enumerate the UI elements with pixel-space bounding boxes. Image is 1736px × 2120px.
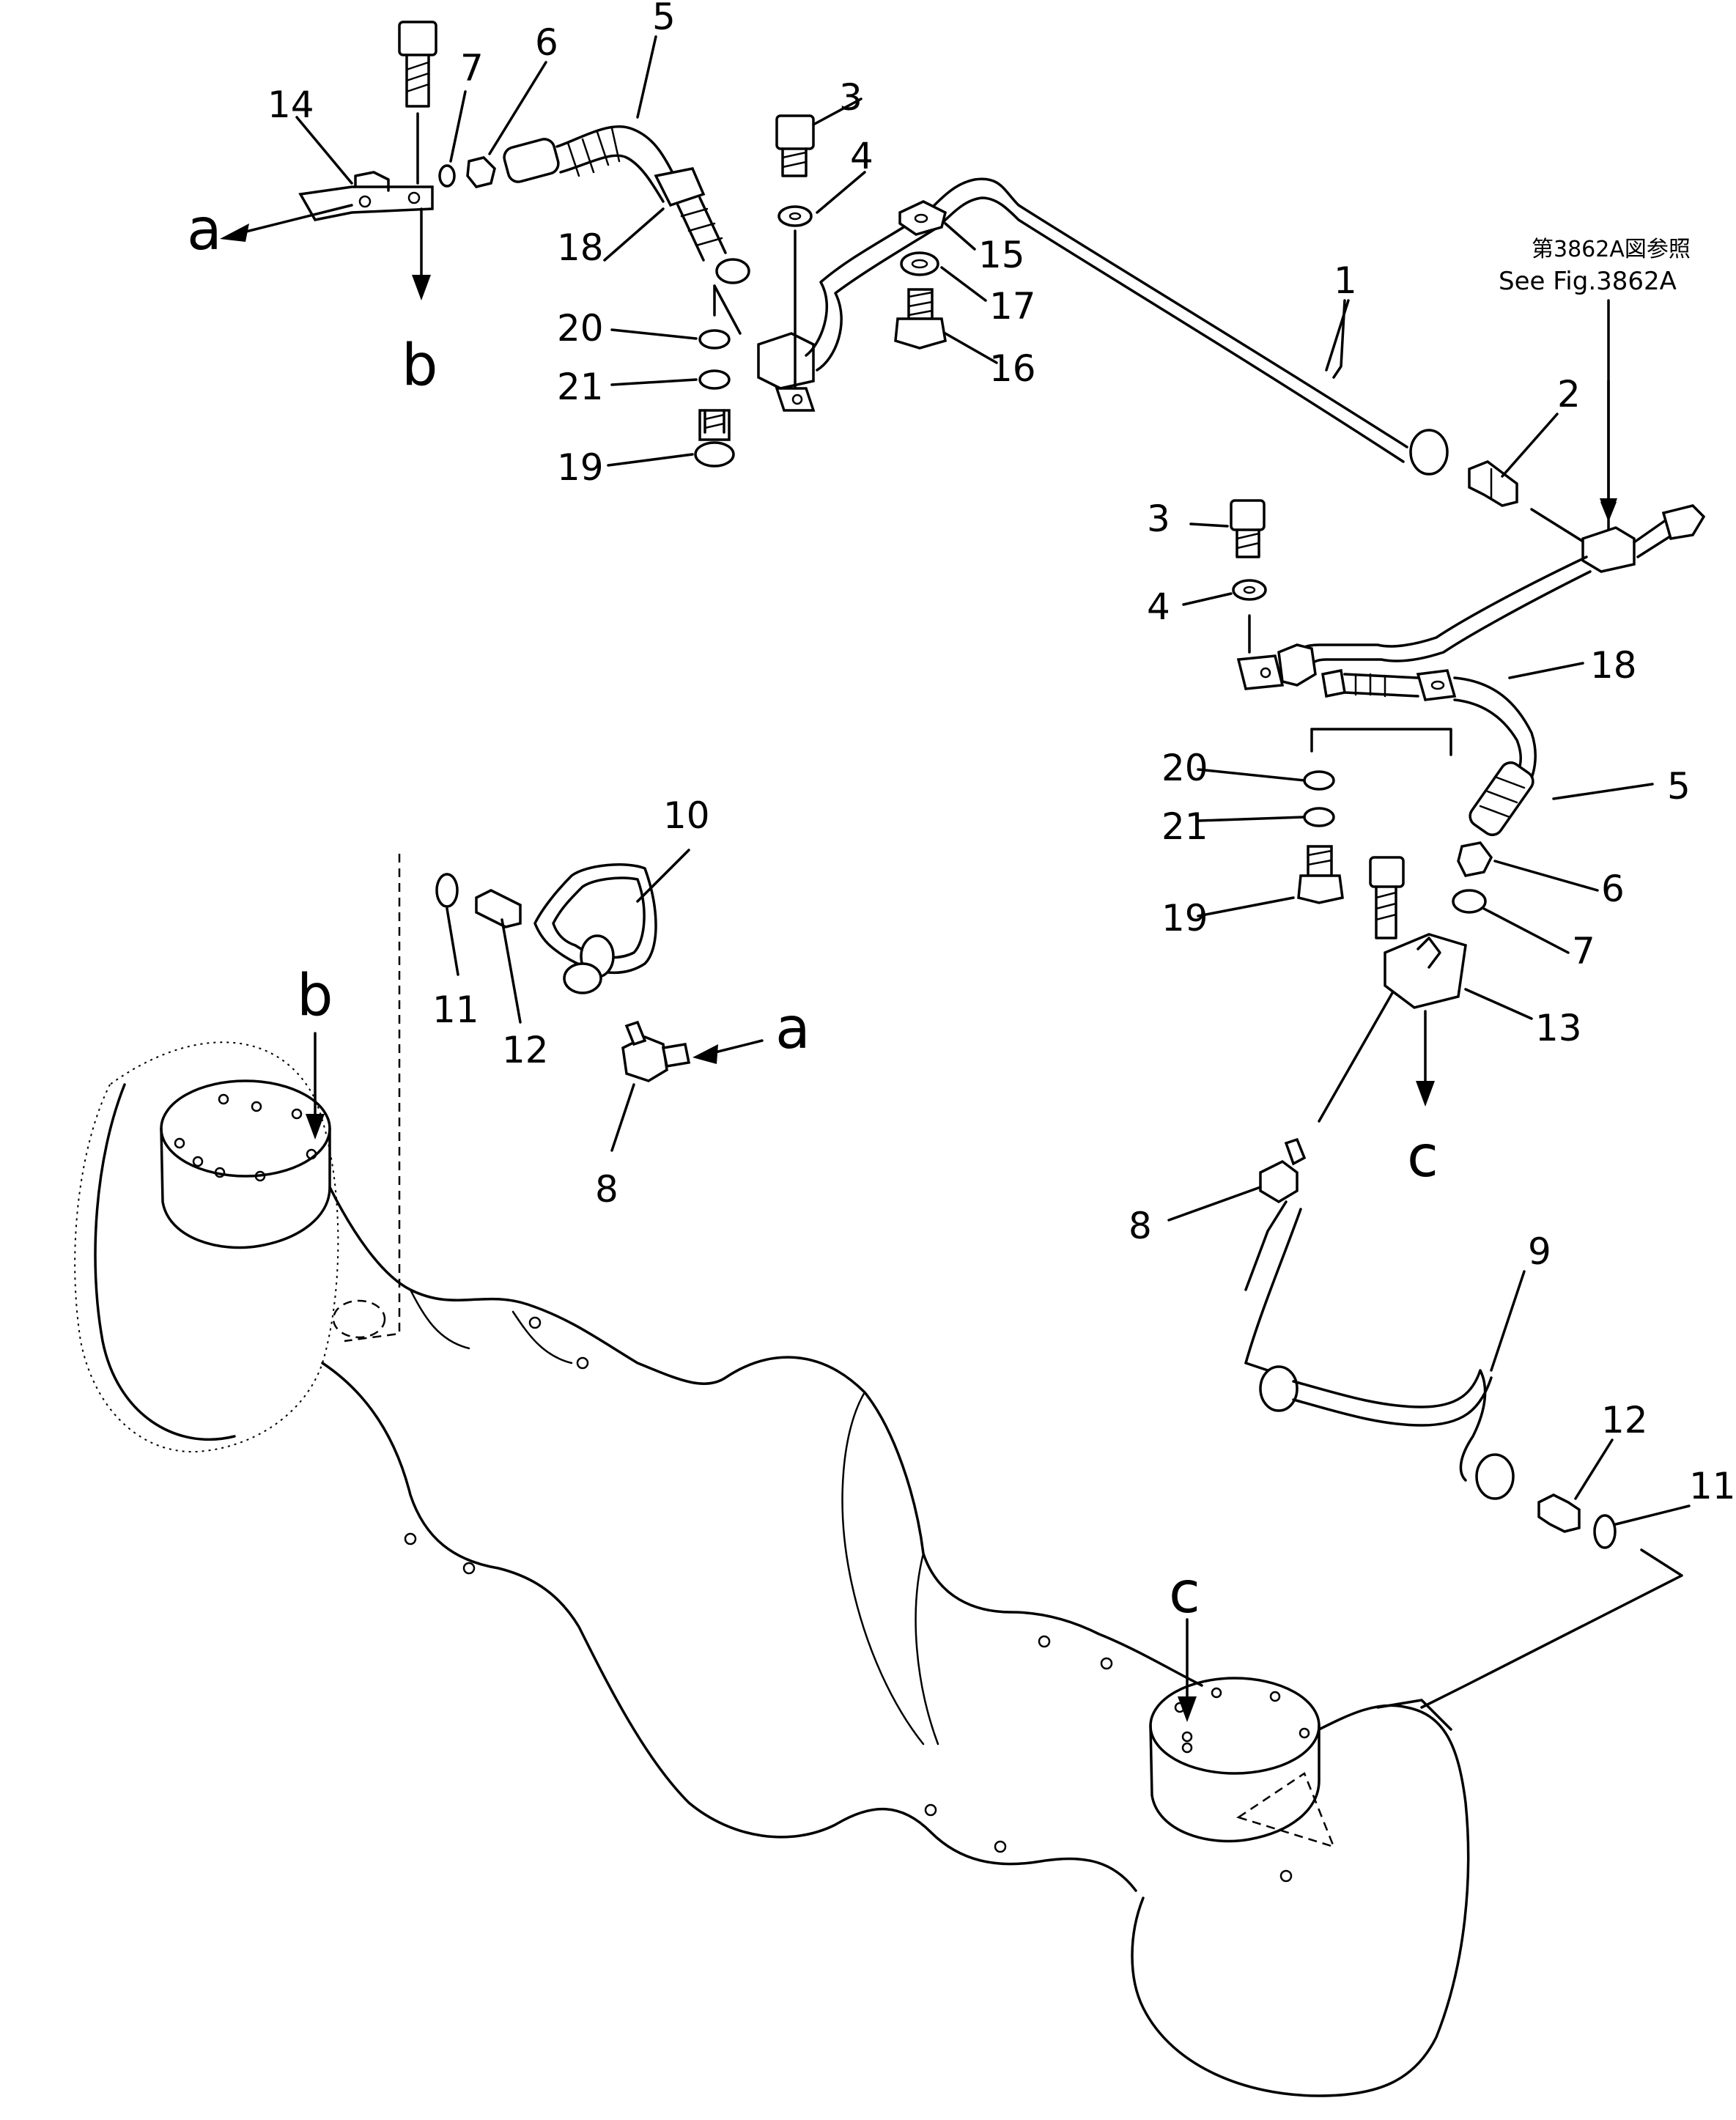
callout-19-right: 19	[1161, 897, 1208, 939]
callout-7: 7	[460, 47, 484, 89]
callout-8: 8	[595, 1168, 618, 1211]
callout-21-right: 21	[1161, 805, 1208, 848]
callout-2: 2	[1557, 373, 1581, 415]
left-brake-line-assembly	[220, 21, 1449, 476]
ref-letter-b-top: b	[402, 333, 438, 399]
callout-3: 3	[839, 76, 863, 119]
callout-20-right: 20	[1161, 747, 1208, 789]
ref-letter-a-top: a	[187, 197, 222, 263]
reference-note-en: See Fig.3862A	[1499, 267, 1677, 296]
ref-letter-b-hub: b	[297, 963, 333, 1029]
callout-3-right: 3	[1147, 498, 1170, 540]
callout-12: 12	[502, 1029, 549, 1071]
callout-11: 11	[432, 989, 479, 1031]
reference-note-jp: 第3862A図参照	[1532, 237, 1691, 262]
callout-1: 1	[1334, 259, 1357, 302]
reference-letters: a b a b c c	[187, 197, 1438, 1626]
callout-13: 13	[1535, 1007, 1582, 1049]
callout-18-right: 18	[1590, 644, 1637, 687]
callout-14: 14	[267, 84, 314, 126]
callout-8-right: 8	[1129, 1205, 1152, 1247]
callout-18: 18	[557, 226, 604, 269]
middle-pipe-assembly	[306, 863, 1197, 1722]
callout-9: 9	[1528, 1230, 1551, 1273]
callout-20: 20	[557, 307, 604, 350]
callout-17: 17	[989, 285, 1036, 328]
callout-labels: 1 2 3 4 5 6 7 8 9 10 11 12 13 14 15 16 1…	[267, 0, 1736, 1507]
callout-4: 4	[850, 135, 873, 177]
ref-letter-c-hub: c	[1169, 1560, 1200, 1626]
callout-19: 19	[557, 446, 604, 489]
leader-lines	[295, 35, 1691, 1526]
callout-21: 21	[557, 366, 604, 408]
callout-6: 6	[535, 21, 558, 64]
callout-7-right: 7	[1572, 930, 1595, 972]
callout-6-right: 6	[1601, 868, 1625, 910]
ref-letter-a-mid: a	[775, 996, 810, 1062]
axle-housing	[74, 854, 1470, 2097]
callout-5-right: 5	[1667, 765, 1691, 808]
callout-12-right: 12	[1601, 1399, 1648, 1441]
reference-note: 第3862A図参照 See Fig.3862A	[1499, 237, 1691, 507]
callout-10: 10	[663, 794, 710, 837]
callout-11-right: 11	[1689, 1465, 1736, 1507]
callout-5: 5	[652, 0, 676, 38]
right-brake-line-assembly	[1230, 380, 1706, 1709]
callout-16: 16	[989, 347, 1036, 390]
callout-15: 15	[978, 234, 1025, 276]
ref-letter-c-right: c	[1407, 1124, 1438, 1190]
callout-4-right: 4	[1147, 586, 1170, 628]
